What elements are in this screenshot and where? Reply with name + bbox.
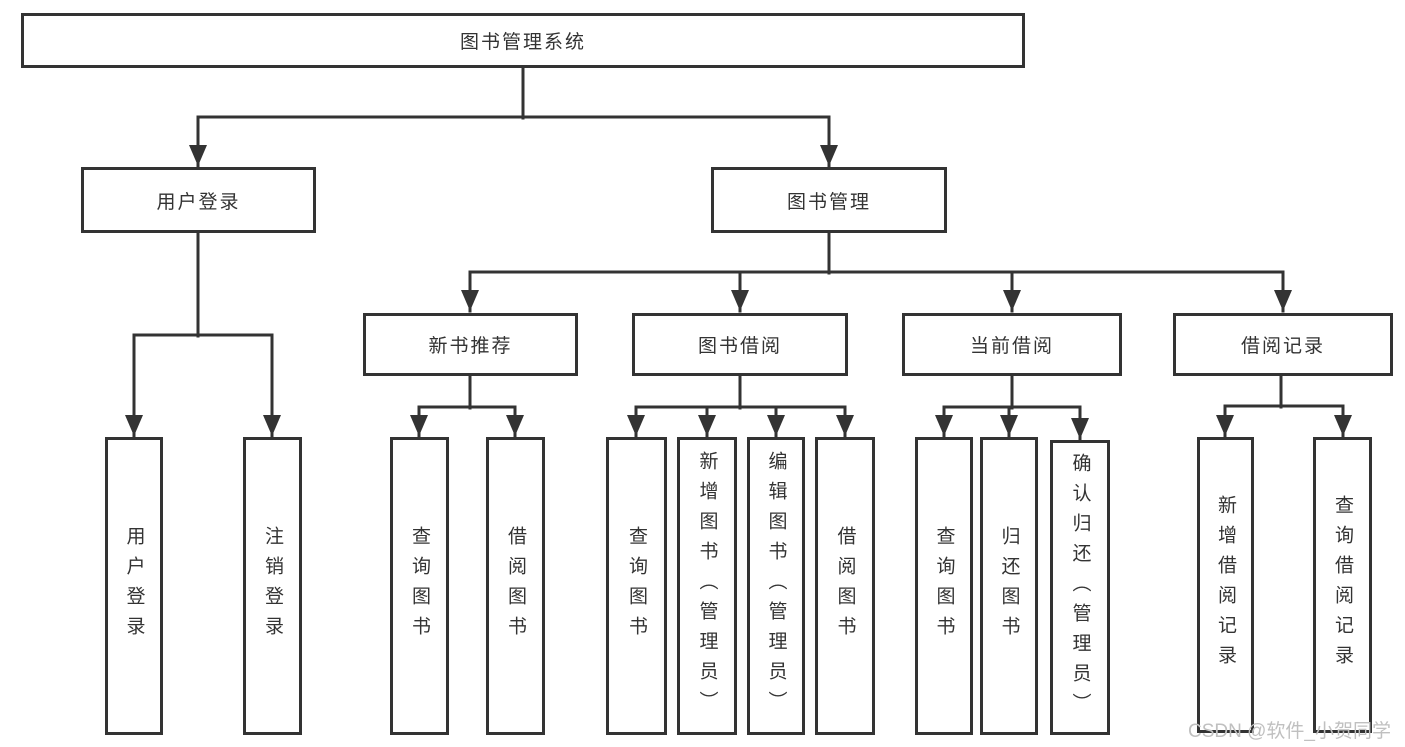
node-label: 用户登录 [123, 526, 145, 646]
connector-new-book-recommendation-to-leaves [410, 374, 524, 438]
node-user-login: 用户登录 [81, 167, 316, 233]
connector-root-to-level1 [189, 66, 838, 168]
node-label: 用户登录 [156, 191, 241, 213]
node-book-borrowing: 图书借阅 [632, 313, 848, 376]
node-label: 查询图书 [933, 526, 955, 646]
node-new-book-recommendation: 新书推荐 [363, 313, 578, 376]
node-book-management: 图书管理 [711, 167, 947, 233]
leaf-user-login: 用户登录 [105, 437, 163, 735]
leaf-query-books-borrowing: 查询图书 [606, 437, 667, 735]
connector-book-management-to-level2 [461, 231, 1292, 313]
node-label: 图书管理 [786, 191, 871, 213]
node-label: 借阅图书 [505, 526, 526, 646]
node-root-library-management-system: 图书管理系统 [21, 13, 1025, 68]
node-label: 查询借阅记录 [1332, 495, 1353, 675]
leaf-add-book-admin: 新增图书（管理员） [677, 437, 737, 735]
node-current-borrowing: 当前借阅 [902, 313, 1122, 376]
node-label: 借阅记录 [1240, 336, 1325, 357]
node-label: 确认归还（管理员） [1069, 452, 1091, 723]
node-label: 归还图书 [998, 526, 1020, 646]
leaf-query-borrowing-record: 查询借阅记录 [1313, 437, 1372, 733]
leaf-borrow-books-borrowing: 借阅图书 [815, 437, 875, 735]
node-label: 注销登录 [262, 526, 283, 646]
node-label: 查询图书 [626, 526, 647, 646]
connector-borrowing-records-to-leaves [1216, 374, 1352, 438]
connector-current-borrowing-to-leaves [935, 374, 1089, 441]
connector-user-login-to-leaves [125, 231, 281, 438]
node-label: 借阅图书 [834, 526, 856, 646]
leaf-query-books-recommendation: 查询图书 [390, 437, 449, 735]
node-label: 图书管理系统 [459, 32, 586, 53]
node-label: 新增借阅记录 [1215, 495, 1236, 675]
node-label: 当前借阅 [969, 336, 1054, 357]
connector-book-borrowing-to-leaves [627, 374, 854, 438]
leaf-query-books-current: 查询图书 [915, 437, 973, 735]
csdn-watermark: CSDN @软件_小贺同学 [1188, 721, 1391, 742]
leaf-borrow-books-recommendation: 借阅图书 [486, 437, 545, 735]
node-label: 新增图书（管理员） [696, 451, 718, 721]
node-label: 查询图书 [409, 526, 430, 646]
leaf-logout: 注销登录 [243, 437, 302, 735]
leaf-confirm-return-admin: 确认归还（管理员） [1050, 440, 1110, 735]
leaf-return-book: 归还图书 [980, 437, 1038, 735]
node-label: 图书借阅 [697, 336, 782, 357]
leaf-add-borrowing-record: 新增借阅记录 [1197, 437, 1254, 733]
node-label: 编辑图书（管理员） [765, 451, 787, 721]
node-label: 新书推荐 [428, 336, 513, 357]
node-borrowing-records: 借阅记录 [1173, 313, 1393, 376]
leaf-edit-book-admin: 编辑图书（管理员） [747, 437, 805, 735]
